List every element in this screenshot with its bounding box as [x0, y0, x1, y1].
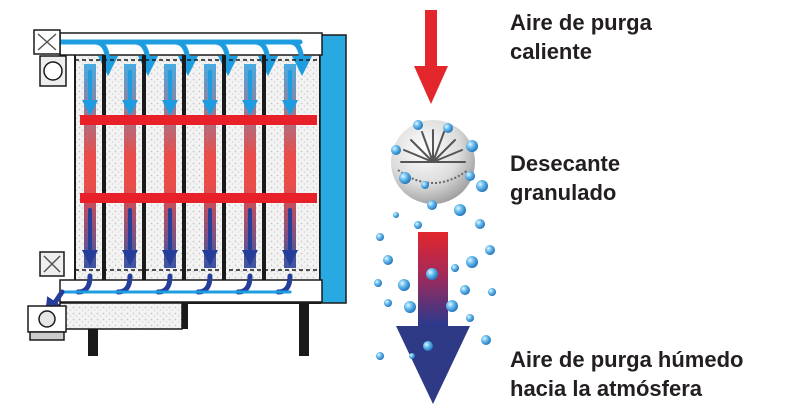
desiccant-label: Desecante granulado: [510, 149, 620, 207]
desiccant-granule-icon: [391, 120, 475, 204]
wet-purge-air-line2: hacia la atmósfera: [510, 376, 702, 401]
wet-purge-air-line1: Aire de purga húmedo: [510, 347, 744, 372]
hot-purge-air-line1: Aire de purga: [510, 10, 652, 35]
valve-icon: [33, 29, 67, 87]
valve-icon: [27, 251, 67, 341]
desiccant-line2: granulado: [510, 180, 617, 205]
vessel-body: [74, 34, 321, 304]
side-panel: [319, 34, 347, 304]
top-flow-arrows: [37, 39, 312, 76]
moisture-bubbles: [374, 120, 496, 360]
bottom-pipe: [59, 302, 188, 330]
right-leg: [299, 302, 309, 356]
column-down-arrows: [82, 70, 298, 266]
wet-purge-air-label: Aire de purga húmedo hacia la atmósfera: [510, 345, 743, 403]
hot-purge-air-line2: caliente: [510, 39, 592, 64]
bottom-flow-arrows: [44, 273, 293, 319]
dryer-vessel: [27, 29, 347, 356]
wet-air-arrow: [396, 232, 470, 404]
desiccant-line1: Desecante: [510, 151, 621, 176]
heating-bars: [80, 115, 317, 203]
hot-air-arrow: [414, 10, 448, 104]
heating-rods: [102, 55, 266, 280]
hot-purge-air-label: Aire de purga caliente: [510, 8, 652, 66]
